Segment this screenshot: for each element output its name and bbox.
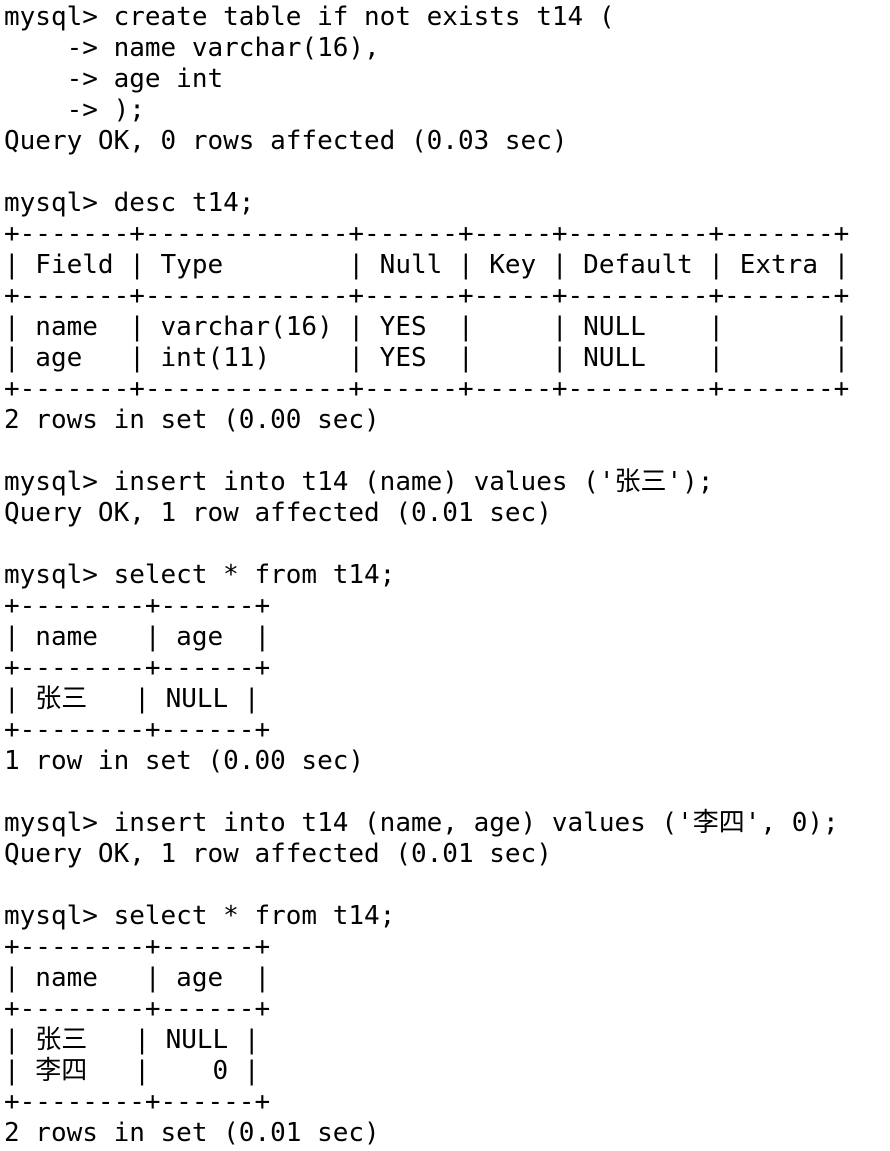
blank-line [4,870,890,901]
continuation-line: -> age int [4,64,224,94]
table-row: | 张三 | NULL | [4,1025,260,1055]
command-line: mysql> insert into t14 (name) values ('张… [4,467,714,497]
table-row: | name | varchar(16) | YES | | NULL | | [4,312,850,342]
blank-line [4,436,890,467]
continuation-line: -> ); [4,95,145,125]
query-result-line: Query OK, 1 row affected (0.01 sec) [4,498,552,528]
command-line: mysql> create table if not exists t14 ( [4,2,615,32]
table-row: | 张三 | NULL | [4,684,260,714]
command-line: mysql> desc t14; [4,188,255,218]
command-line: mysql> insert into t14 (name, age) value… [4,808,839,838]
table-border: +-------+-------------+------+-----+----… [4,281,850,311]
query-result-line: 2 rows in set (0.00 sec) [4,405,380,435]
table-border: +--------+------+ [4,994,271,1024]
table-header-row: | name | age | [4,963,271,993]
query-result-line: 1 row in set (0.00 sec) [4,746,365,776]
table-border: +-------+-------------+------+-----+----… [4,219,850,249]
table-border: +--------+------+ [4,1087,271,1117]
query-result-line: Query OK, 0 rows affected (0.03 sec) [4,126,568,156]
table-header-row: | name | age | [4,622,271,652]
query-result-line: Query OK, 1 row affected (0.01 sec) [4,839,552,869]
table-row: | age | int(11) | YES | | NULL | | [4,343,850,373]
table-row: | 李四 | 0 | [4,1056,260,1086]
table-border: +-------+-------------+------+-----+----… [4,374,850,404]
continuation-line: -> name varchar(16), [4,33,380,63]
table-border: +--------+------+ [4,932,271,962]
query-result-line: 2 rows in set (0.01 sec) [4,1118,380,1148]
blank-line [4,777,890,808]
command-line: mysql> select * from t14; [4,560,396,590]
command-line: mysql> select * from t14; [4,901,396,931]
table-border: +--------+------+ [4,653,271,683]
table-border: +--------+------+ [4,715,271,745]
blank-line [4,157,890,188]
table-header-row: | Field | Type | Null | Key | Default | … [4,250,850,280]
table-border: +--------+------+ [4,591,271,621]
blank-line [4,529,890,560]
